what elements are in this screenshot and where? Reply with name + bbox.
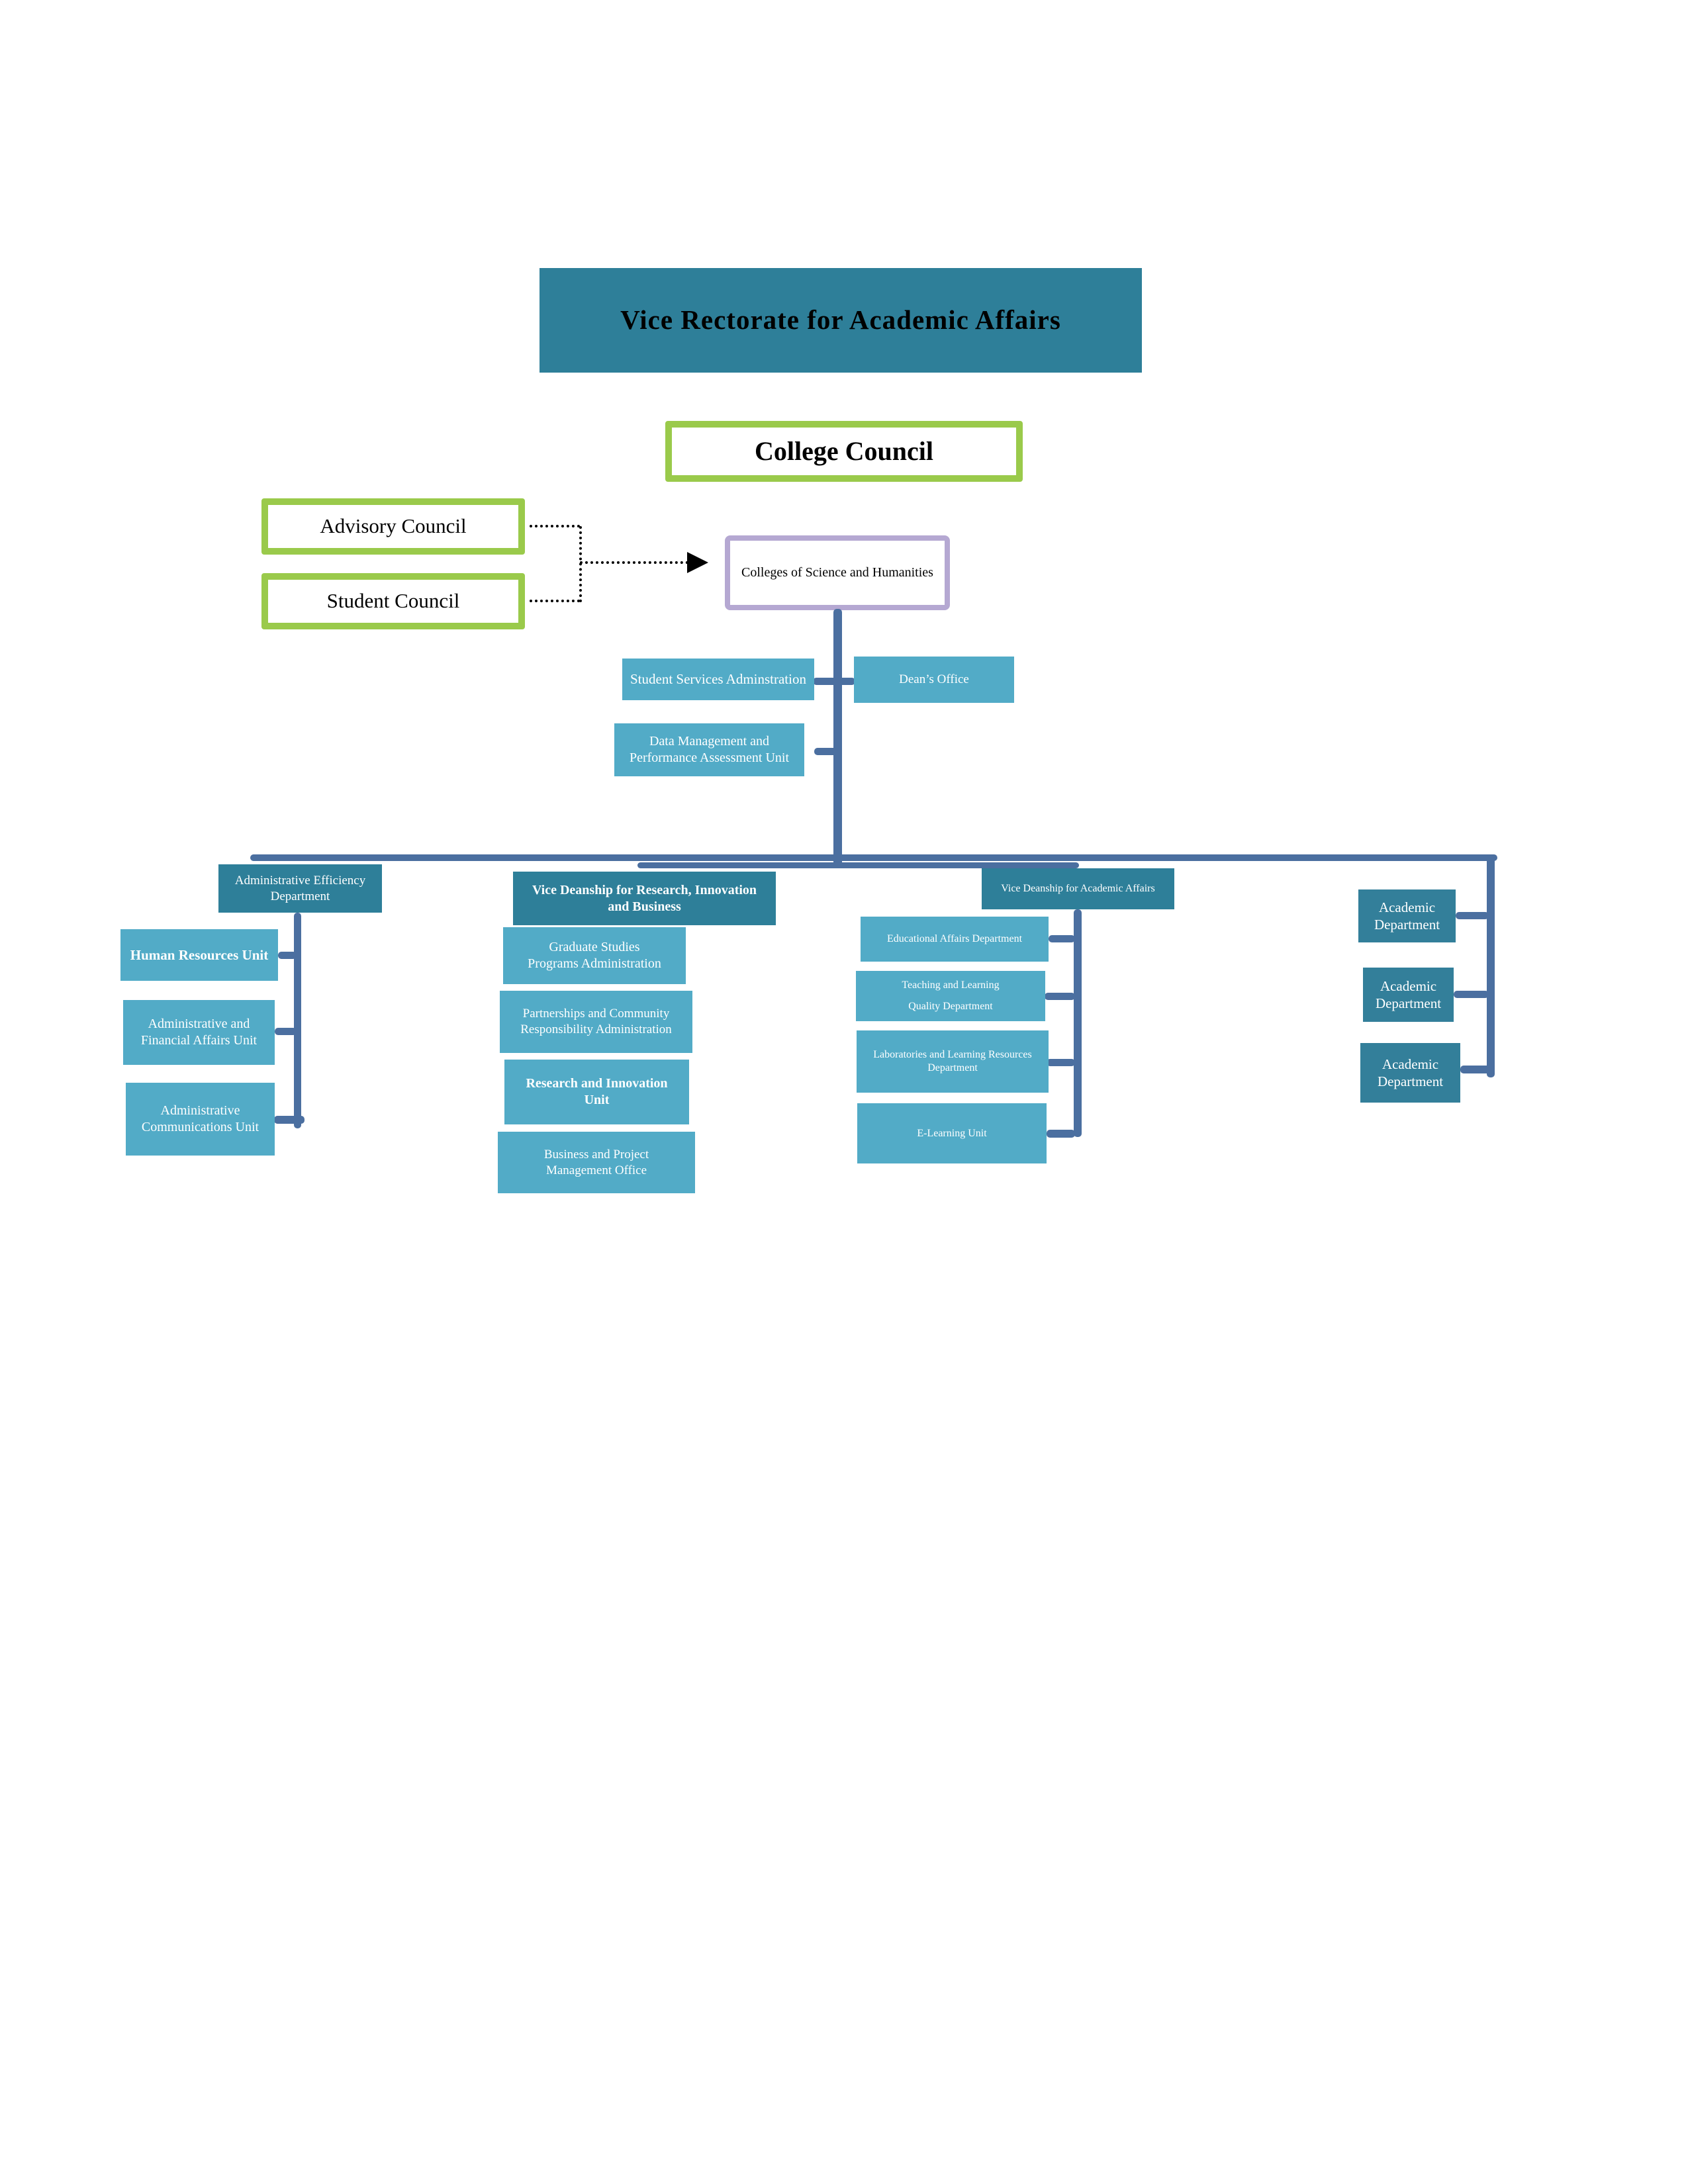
connector-right-vertical [1487, 854, 1495, 1077]
node-line: Unit [584, 1093, 610, 1107]
node-elearning: E-Learning Unit [857, 1103, 1047, 1163]
dotted-connector-advisory [530, 525, 580, 527]
connector-academic-affairs-vertical [1074, 909, 1082, 1137]
node-research-innovation: Research and Innovation Unit [504, 1060, 689, 1124]
connector-student-services-dean [813, 678, 855, 685]
connector-teaching-quality [1045, 993, 1075, 1000]
connector-main-horizontal-shadow [637, 862, 1079, 868]
node-line: Financial Affairs Unit [140, 1033, 258, 1048]
node-admin-comms: Administrative Communications Unit [126, 1083, 275, 1156]
node-data-management: Data Management and Performance Assessme… [614, 723, 804, 776]
node-college-council: College Council [665, 421, 1023, 482]
node-line: Partnerships and Community [522, 1007, 670, 1021]
node-line: Programs Administration [528, 956, 661, 971]
connector-educational-affairs [1049, 935, 1075, 942]
dotted-connector-student [530, 600, 580, 602]
node-academic-dept-1: Academic Department [1358, 889, 1456, 942]
node-line: Graduate Studies [549, 940, 640, 954]
dotted-connector-vertical [579, 526, 582, 602]
node-educational-affairs: Educational Affairs Department [861, 917, 1049, 962]
connector-laboratories [1047, 1059, 1075, 1066]
node-line: Administrative Efficiency [234, 873, 366, 887]
node-line: Academic [1378, 899, 1436, 915]
node-admin-efficiency: Administrative Efficiency Department [218, 864, 382, 913]
connector-human-resources [278, 952, 297, 959]
connector-data-mgmt [814, 748, 838, 755]
connector-admin-comms [274, 1116, 305, 1124]
node-line: Department [1375, 995, 1442, 1011]
connector-academic-dept-1 [1456, 912, 1489, 919]
node-academic-dept-3: Academic Department [1360, 1043, 1460, 1103]
connector-elearning [1047, 1130, 1075, 1138]
node-line: Responsibility Administration [520, 1023, 672, 1036]
node-graduate-studies: Graduate Studies Programs Administration [503, 927, 686, 984]
node-line: Teaching and Learning [902, 979, 1000, 991]
node-human-resources: Human Resources Unit [120, 929, 278, 981]
node-teaching-quality: Teaching and Learning Quality Department [856, 971, 1045, 1021]
connector-academic-dept-2 [1454, 991, 1489, 998]
connector-left-branch-vertical [294, 913, 301, 1128]
node-line: Quality Department [908, 1001, 993, 1012]
node-line: Communications Unit [141, 1120, 259, 1134]
node-academic-dept-2: Academic Department [1363, 968, 1454, 1022]
node-line: Administrative [160, 1103, 240, 1118]
node-vd-research: Vice Deanship for Research, Innovation a… [513, 872, 776, 925]
node-advisory-council: Advisory Council [261, 498, 525, 555]
node-business-project: Business and Project Management Office [498, 1132, 695, 1193]
node-line: Performance Assessment Unit [629, 751, 790, 765]
node-line: Department [1374, 917, 1440, 933]
node-student-services: Student Services Adminstration [622, 659, 814, 700]
node-line: Laboratories and Learning Resources [873, 1049, 1032, 1060]
node-line: Academic [1380, 978, 1437, 994]
connector-main-horizontal [250, 854, 1497, 861]
connector-academic-dept-3 [1460, 1066, 1495, 1073]
node-vd-academic: Vice Deanship for Academic Affairs [982, 868, 1174, 909]
node-colleges-science-humanities: Colleges of Science and Humanities [725, 535, 950, 610]
node-line: Academic [1382, 1056, 1439, 1072]
node-student-council: Student Council [261, 573, 525, 629]
node-admin-financial: Administrative and Financial Affairs Uni… [123, 1000, 275, 1065]
node-line: Administrative and [148, 1017, 250, 1031]
node-line: Data Management and [649, 734, 770, 749]
node-line: and Business [608, 899, 681, 914]
node-line: Department [270, 889, 330, 903]
node-line: Department [927, 1062, 978, 1073]
node-line: Vice Deanship for Research, Innovation [532, 882, 757, 897]
node-deans-office: Dean’s Office [854, 657, 1014, 703]
connector-stem [833, 609, 842, 868]
node-line: Department [1377, 1073, 1444, 1089]
node-line: Management Office [545, 1163, 647, 1177]
node-laboratories: Laboratories and Learning Resources Depa… [857, 1030, 1049, 1093]
dotted-connector-to-colleges [580, 561, 688, 564]
node-line: Business and Project [543, 1147, 649, 1161]
node-vice-rectorate: Vice Rectorate for Academic Affairs [539, 268, 1142, 373]
node-partnerships: Partnerships and Community Responsibilit… [500, 991, 692, 1053]
arrow-right-icon [687, 552, 708, 573]
connector-admin-financial [275, 1028, 297, 1035]
node-line: Research and Innovation [526, 1076, 668, 1091]
